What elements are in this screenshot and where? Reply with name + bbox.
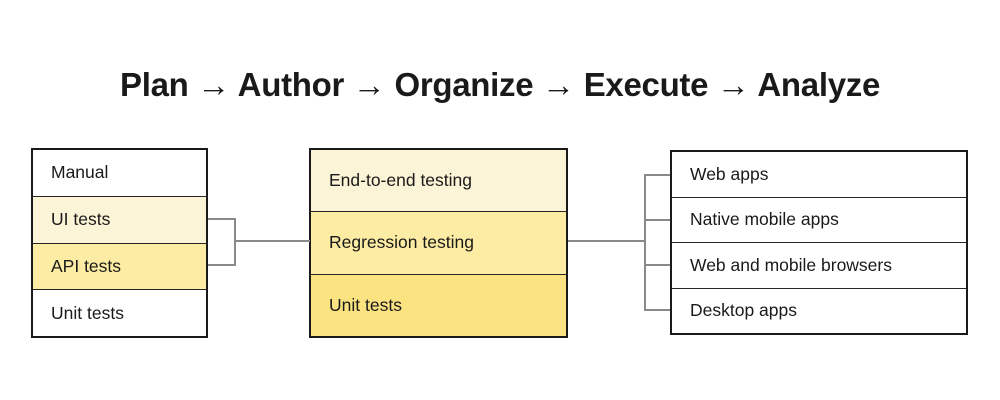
connector-ui-tests-stub bbox=[208, 218, 236, 220]
row-unit-tests-middle: Unit tests bbox=[311, 274, 566, 336]
testing-levels-box: End-to-end testing Regression testing Un… bbox=[309, 148, 568, 338]
test-types-box: Manual UI tests API tests Unit tests bbox=[31, 148, 208, 338]
workflow-title: Plan → Author → Organize → Execute → Ana… bbox=[119, 66, 880, 103]
connector-left-bracket bbox=[234, 218, 236, 266]
row-web-apps: Web apps bbox=[672, 152, 966, 198]
connector-web-apps-stub bbox=[644, 174, 670, 176]
connector-left-to-middle bbox=[234, 240, 310, 242]
row-desktop-apps: Desktop apps bbox=[672, 288, 966, 333]
row-ui-tests: UI tests bbox=[33, 196, 206, 244]
row-end-to-end-testing: End-to-end testing bbox=[311, 150, 566, 213]
row-api-tests: API tests bbox=[33, 243, 206, 291]
connector-api-tests-stub bbox=[208, 264, 236, 266]
row-manual: Manual bbox=[33, 150, 206, 197]
row-native-mobile-apps: Native mobile apps bbox=[672, 197, 966, 243]
row-web-and-mobile-browsers: Web and mobile browsers bbox=[672, 243, 966, 289]
connector-desktop-apps-stub bbox=[644, 309, 670, 311]
row-regression-testing: Regression testing bbox=[311, 212, 566, 275]
connector-right-bracket bbox=[644, 174, 646, 311]
connector-middle-to-right bbox=[568, 240, 646, 242]
connector-web-mobile-browsers-stub bbox=[644, 264, 670, 266]
platforms-box: Web apps Native mobile apps Web and mobi… bbox=[670, 150, 968, 335]
connector-native-mobile-apps-stub bbox=[644, 219, 670, 221]
row-unit-tests: Unit tests bbox=[33, 290, 206, 336]
